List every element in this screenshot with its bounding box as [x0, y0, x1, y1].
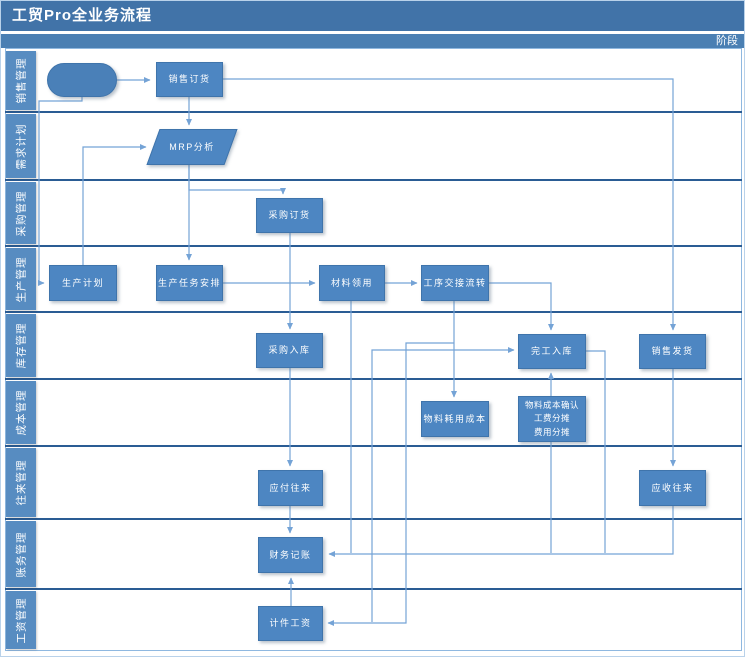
connector-piece-wage-to-finished-receipt	[371, 347, 515, 622]
node-sales-order: 销售订货	[156, 62, 223, 97]
phase-header: 阶段	[1, 34, 744, 48]
node-finished-receipt: 完工入库	[518, 334, 586, 369]
node-cost-confirm-label: 物料成本确认 工费分摊 费用分摊	[524, 400, 579, 437]
node-finished-receipt-label: 完工入库	[530, 346, 573, 357]
node-receivable-label: 应收往来	[651, 482, 694, 493]
node-material-issue: 材料领用	[319, 265, 385, 301]
node-payable-label: 应付往来	[269, 482, 312, 493]
node-purchase-order: 采购订货	[256, 198, 323, 233]
node-bookkeeping: 财务记账	[258, 537, 323, 573]
node-production-task: 生产任务安排	[156, 265, 223, 301]
lane-label-demand-plan: 需求计划	[6, 114, 36, 178]
node-mrp: MRP分析	[146, 129, 238, 165]
node-sales-delivery: 销售发货	[639, 334, 706, 369]
node-material-cost: 物料耗用成本	[421, 401, 489, 437]
lane-divider	[5, 378, 742, 380]
lane-label-payroll: 工资管理	[6, 591, 36, 649]
node-material-cost-label: 物料耗用成本	[423, 413, 487, 424]
lane-label-purchasing: 采购管理	[6, 182, 36, 244]
lane-label-production: 生产管理	[6, 248, 36, 310]
lane-label-accounting: 账务管理	[6, 521, 36, 587]
connector-start-to-production-plan	[38, 97, 83, 286]
node-purchase-order-label: 采购订货	[268, 210, 311, 221]
phase-header-label: 阶段	[716, 35, 738, 47]
page-title: 工贸Pro全业务流程	[1, 1, 744, 31]
node-receivable: 应收往来	[639, 470, 706, 506]
node-process-handover: 工序交接流转	[421, 265, 489, 301]
node-start	[47, 63, 117, 97]
lane-divider	[5, 179, 742, 181]
node-material-issue-label: 材料领用	[330, 277, 373, 288]
node-production-plan: 生产计划	[49, 265, 117, 301]
lane-divider	[5, 311, 742, 313]
connector-mrp-to-purchase-order	[188, 165, 286, 195]
connector-process-handover-to-piece-wage	[327, 342, 454, 626]
node-mrp-label: MRP分析	[169, 141, 215, 152]
connector-receivable-to-bookkeeping	[328, 506, 674, 557]
node-payable: 应付往来	[258, 470, 323, 506]
node-piece-wage: 计件工资	[258, 606, 323, 641]
lane-label-sales: 销售管理	[6, 51, 36, 110]
node-production-task-label: 生产任务安排	[157, 277, 221, 288]
node-purchase-receipt: 采购入库	[256, 333, 323, 368]
lane-divider	[5, 245, 742, 247]
connector-process-handover-to-finished-receipt	[489, 282, 554, 331]
node-sales-order-label: 销售订货	[168, 74, 211, 85]
lane-label-cost: 成本管理	[6, 381, 36, 444]
lane-label-transactions: 往来管理	[6, 448, 36, 517]
node-bookkeeping-label: 财务记账	[269, 549, 312, 560]
lane-divider	[5, 518, 742, 520]
node-piece-wage-label: 计件工资	[269, 618, 312, 629]
lane-label-inventory: 库存管理	[6, 314, 36, 377]
lane-divider	[5, 588, 742, 590]
node-sales-delivery-label: 销售发货	[651, 346, 694, 357]
node-cost-confirm: 物料成本确认 工费分摊 费用分摊	[518, 396, 586, 442]
connector-sales-order-to-sales-delivery	[223, 78, 676, 331]
node-process-handover-label: 工序交接流转	[423, 277, 487, 288]
node-purchase-receipt-label: 采购入库	[268, 345, 311, 356]
connector-finished-receipt-to-bookkeeping	[586, 350, 606, 553]
connector-production-plan-to-mrp	[82, 144, 147, 265]
node-production-plan-label: 生产计划	[61, 277, 104, 288]
lane-divider	[5, 111, 742, 113]
lane-divider	[5, 445, 742, 447]
